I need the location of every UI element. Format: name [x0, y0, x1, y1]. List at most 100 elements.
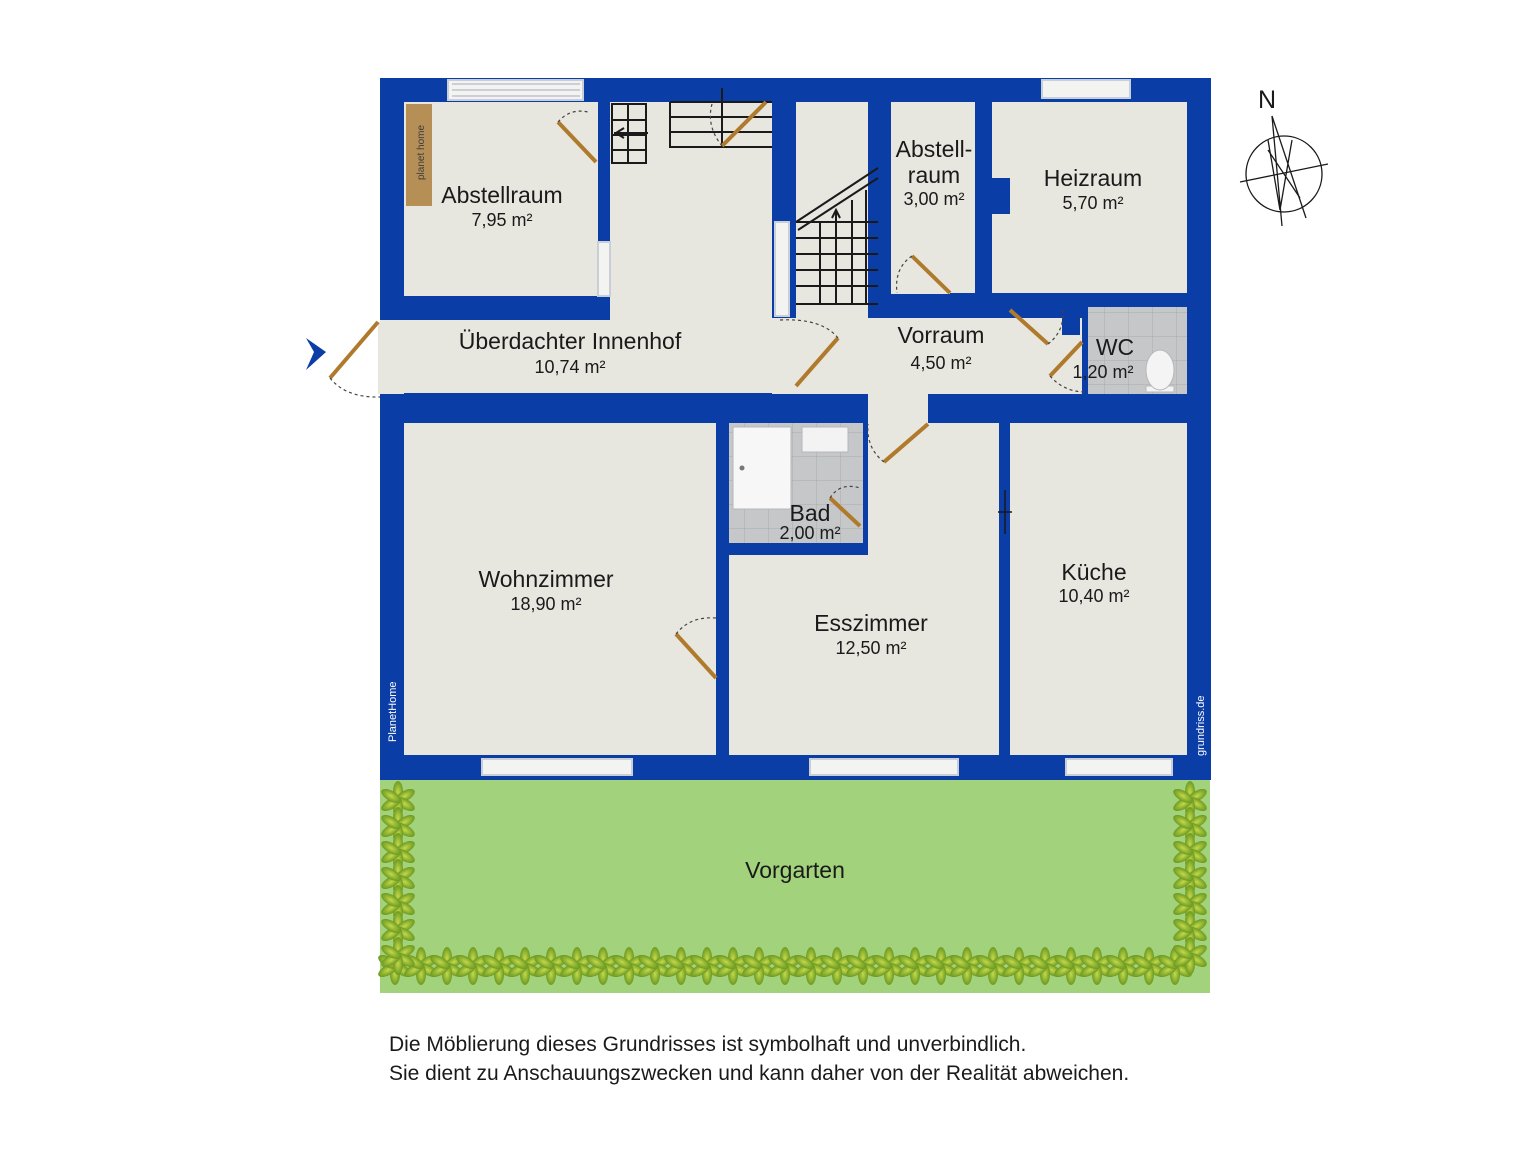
room-area-bad: 2,00 m² — [779, 523, 840, 543]
door-leaf — [556, 120, 598, 164]
room-name-vorraum: Vorraum — [898, 322, 985, 348]
hedge-leaf — [430, 955, 450, 969]
room-name-wohnzimmer: Wohnzimmer — [478, 566, 613, 592]
door-leaf — [794, 336, 840, 388]
hedge-leaf — [381, 789, 401, 803]
logo-text: planet home — [416, 125, 427, 180]
hedge-leaf — [1173, 945, 1193, 959]
hedge-leaf — [381, 945, 401, 959]
room-name-wc: WC — [1096, 334, 1134, 360]
hedge-leaf — [1054, 955, 1074, 969]
window-hatching — [452, 83, 580, 97]
hedge-leaf — [1002, 955, 1022, 969]
door-swing-arc — [895, 255, 913, 294]
room-area-innenhof: 10,74 m² — [534, 357, 605, 377]
disclaimer-line-2: Sie dient zu Anschauungszwecken und kann… — [389, 1062, 1130, 1085]
hedge-leaf — [560, 955, 580, 969]
hedge-leaf — [381, 867, 401, 881]
planethome-logo: planet home — [406, 104, 432, 206]
hedge-leaf — [1173, 841, 1193, 855]
room-name-bad: Bad — [790, 500, 831, 526]
room-area-abstell-raum: 3,00 m² — [903, 189, 964, 209]
compass-north-needle-icon — [1267, 115, 1307, 227]
hedge-leaf — [690, 955, 710, 969]
compass-north-label: N — [1258, 86, 1276, 114]
room-area-abstellraum: 7,95 m² — [471, 210, 532, 230]
hedge-leaf — [508, 955, 528, 969]
hedge-leaf — [1028, 955, 1048, 969]
entrance-gap — [378, 322, 404, 394]
compass-circle — [1245, 135, 1323, 213]
stairs-lower — [795, 167, 879, 305]
door-swing-arc — [1047, 307, 1064, 345]
room-name-kueche: Küche — [1061, 559, 1126, 585]
hedge-leaf — [482, 955, 502, 969]
room-labels: Abstellraum 7,95 m² Überdachter Innenhof… — [441, 136, 1142, 883]
room-area-wohnzimmer: 18,90 m² — [510, 594, 581, 614]
room-area-kueche: 10,40 m² — [1058, 586, 1129, 606]
garden-name: Vorgarten — [745, 857, 845, 883]
watermark-right: grundriss.de — [1195, 695, 1207, 756]
door-leaf — [720, 100, 768, 148]
disclaimer: Die Möblierung dieses Grundrisses ist sy… — [389, 1030, 1389, 1088]
hedge-leaf — [456, 955, 476, 969]
hedge-leaf — [820, 955, 840, 969]
watermark-left: PlanetHome — [387, 681, 399, 742]
hedge-leaf — [1173, 893, 1193, 907]
shower-drain — [739, 465, 745, 471]
hedge-leaf — [381, 841, 401, 855]
room-area-wc: 1,20 m² — [1072, 362, 1133, 382]
room-area-vorraum: 4,50 m² — [910, 353, 971, 373]
hedge-leaf — [846, 955, 866, 969]
hedge-leaf — [794, 955, 814, 969]
disclaimer-line-1: Die Möblierung dieses Grundrisses ist sy… — [389, 1033, 1027, 1056]
toilet-icon — [1145, 349, 1175, 393]
compass: N — [1239, 86, 1329, 227]
hedge-leaf — [872, 955, 892, 969]
room-floors — [380, 102, 1187, 755]
hedge-leaf — [716, 955, 736, 969]
hedge-leaf — [950, 955, 970, 969]
hedge-leaf — [1173, 789, 1193, 803]
hedge-leaf — [381, 815, 401, 829]
hedge-leaf — [1173, 867, 1193, 881]
windows — [447, 79, 1173, 776]
room-name-heizraum: Heizraum — [1044, 165, 1142, 191]
hedge-leaf — [1173, 919, 1193, 933]
hedge-leaf — [976, 955, 996, 969]
hedge-leaf — [381, 919, 401, 933]
hedge-leaf — [638, 955, 658, 969]
hedge-leaf — [1080, 955, 1100, 969]
hedge-leaf — [664, 955, 684, 969]
hedge-leaf — [381, 893, 401, 907]
garden — [378, 780, 1210, 993]
hedge-leaf — [586, 955, 606, 969]
hedge-leaf — [924, 955, 944, 969]
room-name-innenhof: Überdachter Innenhof — [459, 328, 682, 354]
hedge-leaf — [898, 955, 918, 969]
entrance-arrow-icon — [306, 338, 326, 370]
door-swing-arc — [1049, 375, 1087, 393]
door-leaf — [328, 320, 380, 380]
hedge-leaf — [534, 955, 554, 969]
kitchen-wall-mark — [998, 490, 1012, 534]
room-area-heizraum: 5,70 m² — [1062, 193, 1123, 213]
room-name-abstell-raum-1: Abstell- — [896, 136, 973, 162]
room-name-abstell-raum-2: raum — [908, 162, 960, 188]
room-name-abstellraum: Abstellraum — [441, 182, 562, 208]
doors — [328, 100, 1087, 680]
hedge-leaf — [612, 955, 632, 969]
room-area-esszimmer: 12,50 m² — [835, 638, 906, 658]
door-leaf — [882, 422, 930, 464]
hedge-leaf — [1106, 955, 1126, 969]
door-leaf — [910, 254, 952, 295]
hedge — [378, 781, 1207, 985]
bathroom-sink — [801, 426, 849, 453]
door-leaf — [1008, 308, 1050, 346]
door-swing-arc — [557, 110, 589, 123]
hedge-leaf — [742, 955, 762, 969]
room-name-esszimmer: Esszimmer — [814, 610, 928, 636]
hedge-leaf — [1158, 955, 1178, 969]
door-swing-arc — [779, 319, 839, 339]
